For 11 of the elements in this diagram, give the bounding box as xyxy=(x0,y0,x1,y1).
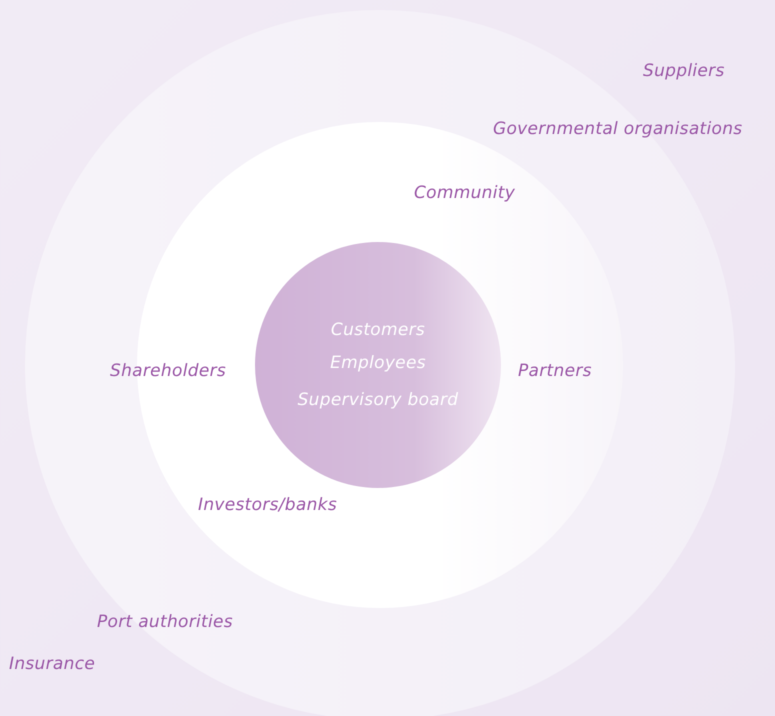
stakeholder-label: Supervisory board xyxy=(296,389,460,411)
stakeholder-label: Governmental organisations xyxy=(493,118,742,140)
stakeholder-label: Employees xyxy=(329,352,427,374)
stakeholder-label: Community xyxy=(414,182,516,204)
stakeholder-label: Port authorities xyxy=(97,611,233,633)
stakeholder-label: Suppliers xyxy=(643,60,725,82)
stakeholder-label: Customers xyxy=(330,319,426,341)
stakeholder-label: Partners xyxy=(518,360,592,382)
stakeholder-label: Shareholders xyxy=(110,360,226,382)
stakeholder-label: Insurance xyxy=(9,653,96,675)
stakeholder-label: Investors/banks xyxy=(198,494,337,516)
